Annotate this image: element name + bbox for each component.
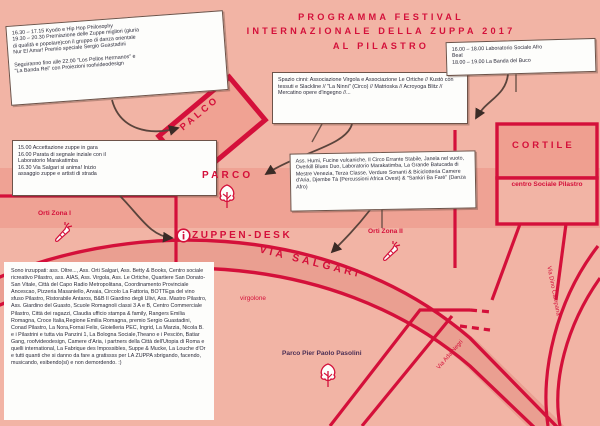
page-title: PROGRAMMA FESTIVAL INTERNAZIONALE DELLA … — [236, 10, 526, 53]
leader-palco — [111, 99, 180, 136]
note-sponsor-text: Sono inzuppati: ass. Oltre..., Ass. Orti… — [11, 268, 207, 367]
note-orario: 15.00 Accettazione zuppe in gara 16.00 P… — [12, 140, 217, 196]
leader-zuppendesk — [119, 195, 174, 243]
note-orario-line-4: assaggio zuppe e artisti di strada — [18, 171, 97, 178]
leader-cortile — [475, 73, 509, 120]
note-orario-line-3: 16.30 Via Salgari si anima! Inizio — [18, 164, 97, 171]
note-orario-line-2: Laboratorio Marakatimba — [18, 158, 78, 165]
cortile-block — [495, 122, 599, 180]
tree-icon — [317, 362, 339, 393]
title-line-1: PROGRAMMA FESTIVAL — [298, 12, 464, 22]
map-label-centro-sociale: centro Sociale Pilastro — [511, 181, 583, 188]
map-label-virgolone: virgolone — [240, 295, 266, 302]
leader-salgari — [330, 209, 371, 254]
road-cs-2 — [554, 223, 568, 301]
tree-icon — [216, 183, 238, 214]
note-stem-cinni — [311, 123, 323, 143]
note-palco-program: 16.30 – 17.15 Kyodo e Hip Hop Philosophy… — [5, 10, 229, 106]
note-artisti: Ass. Humi, Fucine vulcaniche, Il Circo E… — [289, 150, 477, 212]
via-ada-negri-dashed — [469, 308, 493, 314]
note-orario-line-0: 15.00 Accettazione zuppe in gara — [18, 145, 98, 151]
via-dino-campana-b — [556, 277, 600, 426]
via-ada-negri-edge-a — [328, 308, 470, 426]
via-ada-negri-dashed-2 — [459, 324, 491, 332]
map-label-orti-zona-1: Orti Zona I — [38, 210, 71, 217]
note-spazio-cinni-text: Spazio cinni: Associazione Virgola e Ass… — [278, 77, 454, 97]
via-dino-campana-a — [544, 245, 600, 426]
note-spazio-cinni: Spazio cinni: Associazione Virgola e Ass… — [272, 72, 468, 124]
note-artisti-text: Ass. Humi, Fucine vulcaniche, Il Circo E… — [295, 155, 466, 191]
map-label-orti-zona-2: Orti Zona II — [368, 228, 403, 235]
leader-parco — [264, 123, 353, 175]
note-orario-line-1: 16.00 Parata di segnale inziale con il — [18, 151, 106, 158]
note-cortile-band: 16.00 – 18.00 Laboratorio Sociale Afro B… — [445, 37, 597, 77]
carrot-icon — [380, 240, 402, 269]
carrot-icon — [52, 221, 74, 250]
road-cs-1 — [490, 223, 522, 301]
map-label-zuppen-desk: ZUPPEN-DESK — [192, 230, 293, 241]
via-ada-negri-edge-b — [360, 314, 454, 426]
title-line-3: AL PILASTRO — [332, 40, 430, 51]
title-line-2: INTERNAZIONALE DELLA ZUPPA 2017 — [246, 26, 516, 37]
centro-sociale-block — [495, 176, 599, 226]
map-label-cortile: CORTILE — [512, 140, 575, 151]
map-label-parco: PARCO — [202, 170, 254, 181]
info-icon — [176, 228, 191, 248]
via-salgari-north-edge — [0, 238, 559, 426]
note-sponsor-list: Sono inzuppati: ass. Oltre..., Ass. Orti… — [4, 262, 214, 420]
map-label-parco-pasolini: Parco Pier Paolo Pasolini — [282, 350, 362, 357]
